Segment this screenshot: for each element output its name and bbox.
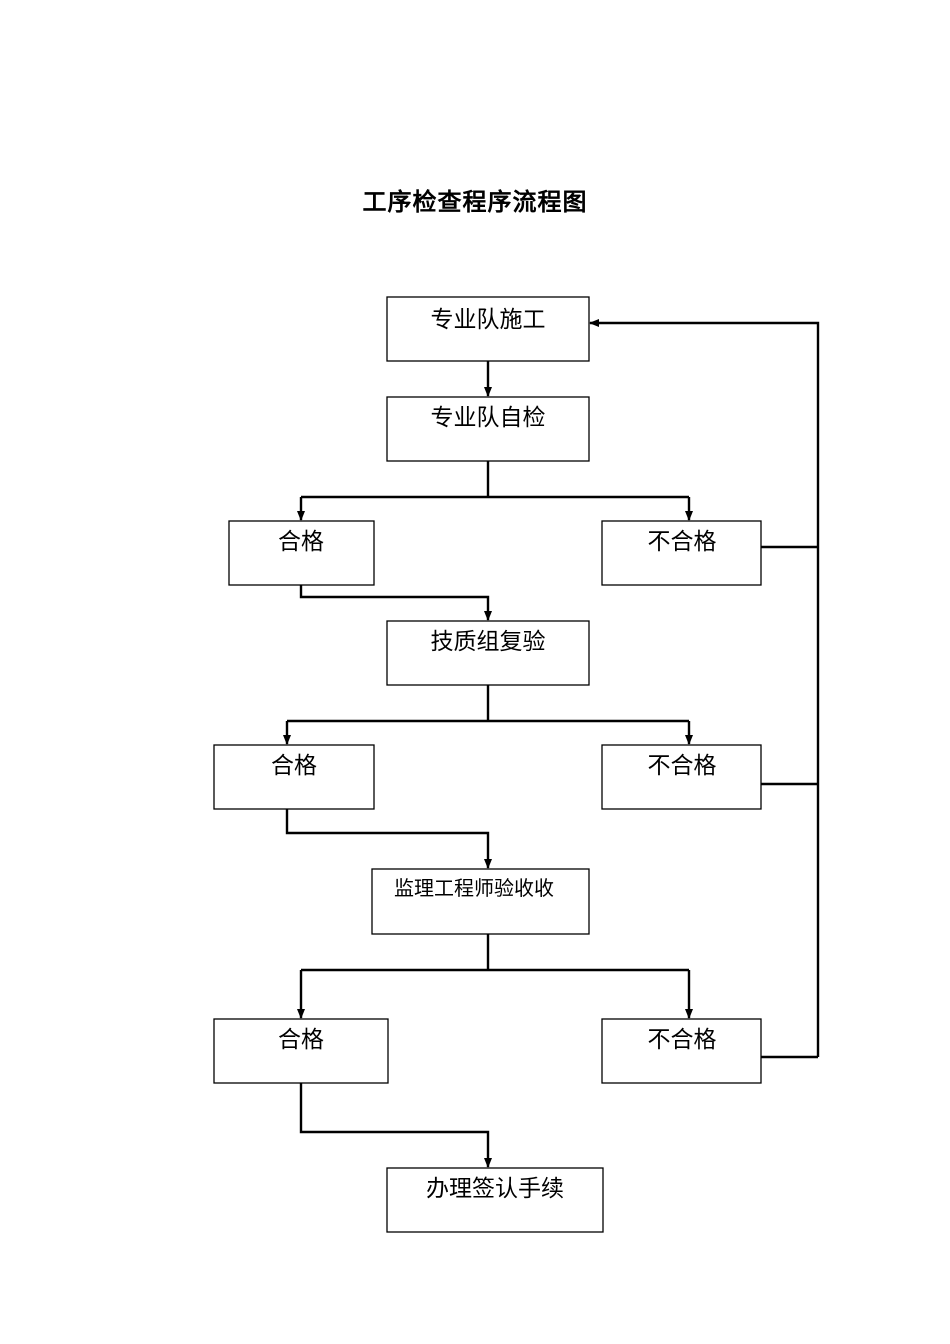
arrow-pass1-to-recheck [299, 585, 492, 621]
branch-recheck [287, 685, 689, 723]
arrow-pass2-to-supervisor [285, 809, 492, 869]
arrow-pass3-to-signoff [299, 1083, 492, 1168]
node-fail-1: 不合格 [601, 520, 762, 586]
node-signoff-label: 办理签认手续 [426, 1176, 564, 1202]
node-fail-1-label: 不合格 [648, 529, 717, 555]
node-fail-3-label: 不合格 [648, 1027, 717, 1053]
node-pass-2: 合格 [213, 744, 375, 810]
node-construct: 专业队施工 [386, 296, 590, 362]
node-pass-3-label: 合格 [278, 1027, 324, 1053]
node-pass-3: 合格 [213, 1018, 389, 1084]
node-signoff: 办理签认手续 [386, 1167, 604, 1233]
node-supervisor-accept: 监理工程师验收收 [371, 868, 590, 935]
node-tech-recheck-label: 技质组复验 [431, 629, 546, 655]
page-title: 工序检查程序流程图 [362, 188, 588, 216]
node-fail-2: 不合格 [601, 744, 762, 810]
branch-selfcheck [301, 461, 689, 499]
node-pass-2-label: 合格 [271, 753, 317, 779]
feedback-return-to-construct [589, 319, 820, 1057]
node-construct-label: 专业队施工 [431, 307, 546, 333]
node-self-check: 专业队自检 [386, 396, 590, 462]
node-pass-1-label: 合格 [278, 529, 324, 555]
node-supervisor-accept-label: 监理工程师验收收 [394, 876, 554, 900]
branch-supervisor [301, 934, 689, 972]
node-fail-2-label: 不合格 [648, 753, 717, 779]
node-fail-3: 不合格 [601, 1018, 762, 1084]
connectors [283, 319, 820, 1168]
node-pass-1: 合格 [228, 520, 375, 586]
node-self-check-label: 专业队自检 [431, 405, 546, 431]
node-tech-recheck: 技质组复验 [386, 620, 590, 686]
